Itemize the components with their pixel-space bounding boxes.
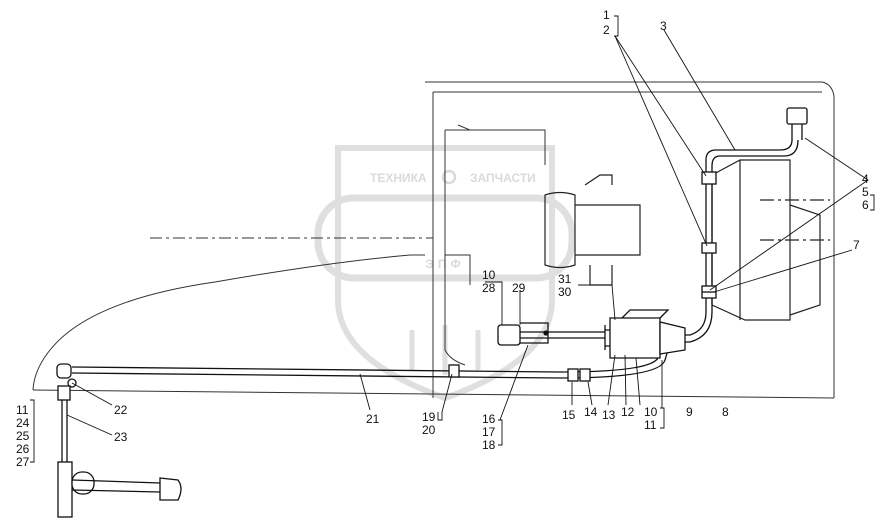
callout-17: 17 (482, 425, 496, 439)
callout-12: 12 (621, 405, 635, 419)
callout-29: 29 (512, 281, 526, 295)
callout-21: 21 (366, 412, 380, 426)
callout-11-lower: 11 (644, 418, 657, 432)
callout-5: 5 (862, 185, 869, 199)
callout-20: 20 (422, 423, 436, 437)
callout-13: 13 (602, 408, 616, 422)
hydraulic-lines (56, 107, 808, 518)
callout-11-left: 11 (16, 403, 29, 417)
watermark-text-right: ЗАПЧАСТИ (470, 171, 536, 185)
callout-22: 22 (114, 403, 128, 417)
callout-30: 30 (558, 285, 572, 299)
callout-28: 28 (482, 281, 496, 295)
watermark-logo: ЭПФ (425, 257, 464, 271)
callout-labels: 1 2 3 4 5 6 7 10 28 29 31 30 11 24 25 26… (16, 8, 869, 469)
callout-19: 19 (422, 410, 436, 424)
callout-25: 25 (16, 429, 30, 443)
engine-block (544, 159, 830, 321)
callout-24: 24 (16, 416, 30, 430)
callout-4: 4 (862, 172, 869, 186)
callout-10-lower: 10 (644, 405, 658, 419)
callout-18: 18 (482, 438, 496, 452)
callout-1: 1 (603, 8, 610, 22)
callout-16: 16 (482, 412, 496, 426)
callout-31: 31 (558, 272, 572, 286)
leader-lines (30, 15, 875, 463)
callout-14: 14 (584, 405, 598, 419)
watermark-gear-icon (441, 169, 457, 185)
callout-8: 8 (722, 405, 729, 419)
callout-23: 23 (114, 430, 128, 444)
callout-9: 9 (686, 405, 693, 419)
callout-27: 27 (16, 455, 30, 469)
callout-7: 7 (853, 238, 860, 252)
watermark-shield (335, 145, 555, 402)
callout-10-upper: 10 (482, 268, 496, 282)
callout-15: 15 (562, 408, 576, 422)
callout-26: 26 (16, 442, 30, 456)
callout-6: 6 (862, 198, 869, 212)
callout-2: 2 (603, 23, 610, 37)
watermark-text-left: ТЕХНИКА (370, 171, 427, 185)
callout-3: 3 (660, 19, 667, 33)
vehicle-outline (32, 81, 835, 399)
